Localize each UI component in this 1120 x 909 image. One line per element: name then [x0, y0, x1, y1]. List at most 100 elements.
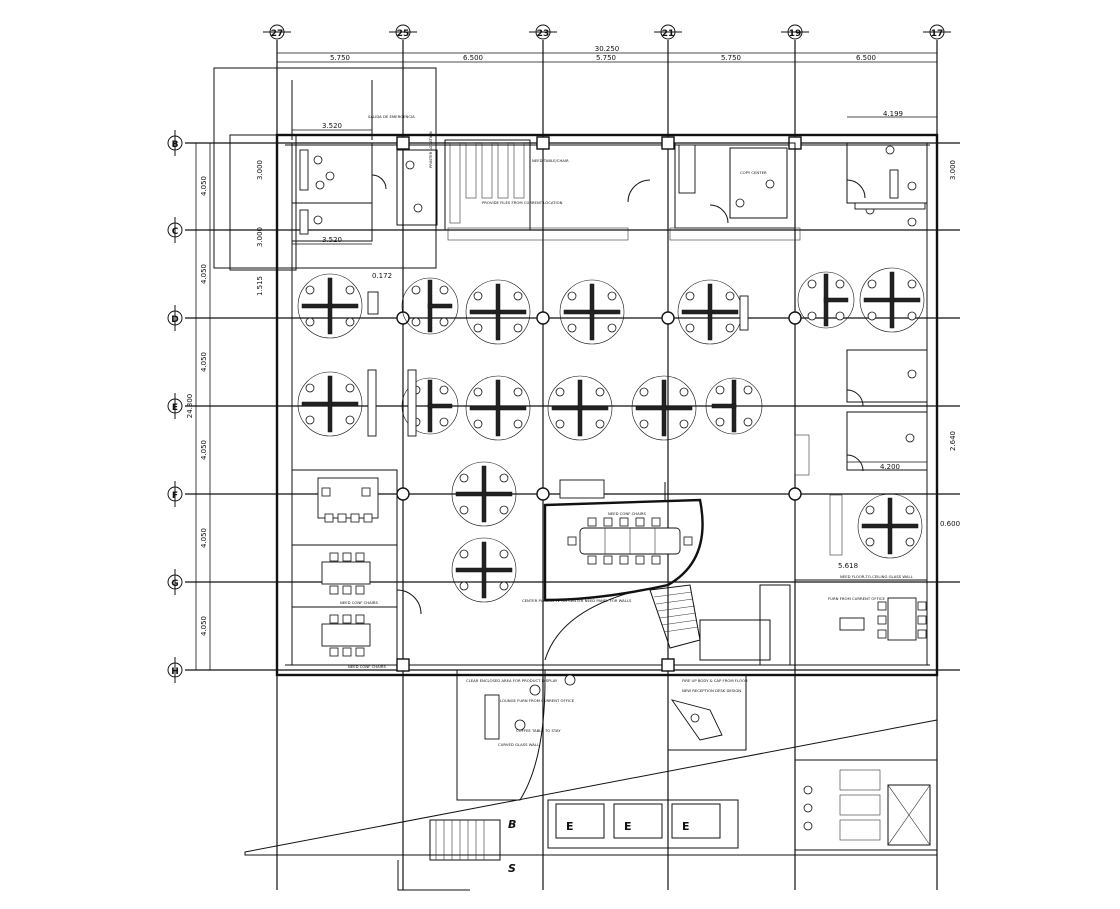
- note-coffee: COFFEE TABLE TO STAY: [516, 728, 561, 733]
- dim-row: 4.050: [200, 616, 208, 636]
- top-dimensions: 30.250 5.750 6.500 5.750 5.750 6.500: [277, 45, 937, 63]
- exit-stair: B S: [429, 818, 516, 875]
- column: [661, 311, 675, 325]
- stair-down-label: S: [508, 862, 516, 875]
- workstation-pod: [859, 267, 925, 333]
- note-floor-glass: NEED FLOOR-TO-CEILING GLASS WALL: [840, 574, 914, 579]
- filing-cabinets: [367, 291, 843, 556]
- dim-room-depth: 3.000: [256, 227, 264, 247]
- reception: FIRE UP BODY & CAP FROM FLOOR NEW RECEPT…: [667, 674, 748, 751]
- dim-room-depth: 3.000: [256, 160, 264, 180]
- column-label: 27: [271, 29, 284, 39]
- elevator: E: [555, 803, 605, 839]
- upper-left-annex: SALIDA DE EMERGENCIA 3.520 3.520 3.000 3…: [213, 67, 437, 271]
- workstation-pods: [297, 267, 925, 603]
- column-bubble: 19: [781, 24, 809, 40]
- dim-row: 4.050: [200, 264, 208, 284]
- workstation-pod: [465, 279, 531, 345]
- note-curved-glass: CURVED GLASS WALL: [498, 742, 540, 747]
- note-main-conf: NEED CONF CHAIRS: [608, 511, 647, 516]
- dim-offset-small: 0.172: [372, 272, 392, 280]
- lower-right-meeting: NEED FLOOR-TO-CEILING GLASS WALL FURN FR…: [794, 574, 928, 666]
- workstation-pod: [401, 277, 459, 335]
- row-label: E: [172, 403, 178, 413]
- elevator-bank: E E E: [547, 799, 739, 849]
- dim-bay: 5.750: [721, 54, 741, 62]
- dim-pod-offset: 0.600: [940, 520, 960, 528]
- note-conf-chairs: NEED CONF CHAIRS: [348, 664, 387, 669]
- column-bubble: 27: [263, 24, 291, 40]
- structural-columns: [396, 136, 802, 672]
- top-right-office: 4.199 3.000: [846, 110, 957, 227]
- column-label: 21: [662, 29, 675, 39]
- column-bubble: 21: [654, 24, 682, 40]
- row-label: H: [171, 667, 179, 677]
- dim-office-width: 4.200: [880, 463, 900, 471]
- grid-columns: [276, 40, 938, 890]
- bottom-annex: B S E E E: [244, 719, 938, 891]
- note-copy-center: COPY CENTER: [740, 170, 767, 175]
- note-reception-desk: NEW RECEPTION DESK DESIGN: [682, 688, 741, 693]
- column-label: 17: [931, 29, 944, 39]
- interior-stair: [649, 584, 701, 649]
- note-storage: PROVIDE FILES FROM CURRENT LOCATION: [482, 200, 563, 205]
- dim-row: 4.050: [200, 352, 208, 372]
- row-label: C: [172, 227, 179, 237]
- row-label: F: [172, 491, 178, 501]
- elevator-label: E: [624, 820, 632, 833]
- conference-room-upper: [291, 469, 398, 546]
- dim-row: 4.050: [200, 176, 208, 196]
- column: [536, 487, 550, 501]
- workstation-pod: [797, 271, 855, 329]
- workstation-pod: [677, 279, 743, 345]
- column: [396, 136, 410, 150]
- dim-room-width: 3.520: [322, 236, 342, 244]
- conference-room-lower: NEED CONF CHAIRS: [291, 589, 422, 669]
- row-bubble: C: [167, 217, 183, 243]
- central-core: CENTER PLASMA TV ON CENTER NEED PANEL FO…: [522, 584, 791, 666]
- elevator: E: [613, 803, 663, 839]
- note-current-office: FURN FROM CURRENT OFFICE: [828, 596, 886, 601]
- workstation-pod: [451, 461, 517, 527]
- column-label: 25: [397, 29, 410, 39]
- note-plasma: CENTER PLASMA TV ON CENTER NEED PANEL FO…: [522, 598, 632, 603]
- row-label: B: [172, 140, 179, 150]
- dim-room-width: 3.520: [322, 122, 342, 130]
- note-clear-glass: CLEAR ENCLOSED AREA FOR PRODUCT DISPLAY: [466, 678, 558, 683]
- note-lounge: LOUNGE FURN FROM CURRENT OFFICE: [500, 698, 575, 703]
- workstation-pod: [559, 279, 625, 345]
- dim-bay: 5.750: [596, 54, 616, 62]
- row-label: G: [171, 579, 178, 589]
- dim-row: 4.050: [200, 440, 208, 460]
- workstation-pod: [297, 273, 363, 339]
- dim-bay: 6.500: [463, 54, 483, 62]
- copy-center: COPY CENTER: [669, 142, 801, 241]
- storage-files: [449, 142, 525, 224]
- dim-bay: 5.750: [330, 54, 350, 62]
- workstation-pod: [631, 375, 697, 441]
- workstation-pod: [451, 537, 517, 603]
- note-reception: FIRE UP BODY & CAP FROM FLOOR: [682, 678, 748, 683]
- dim-overall-width: 30.250: [595, 45, 620, 53]
- dim-right-office-depth: 3.000: [949, 160, 957, 180]
- workstation-pod: [297, 371, 363, 437]
- row-bubble: B: [167, 130, 183, 156]
- note-need-tables: NEED TABLE/CHAIR: [532, 158, 569, 163]
- workstation-pod: [857, 493, 923, 559]
- top-left-offices: [291, 142, 387, 242]
- main-conference-room: NEED CONF CHAIRS: [543, 479, 704, 602]
- workstation-pod: [465, 375, 531, 441]
- column-bubble: 17: [923, 24, 951, 40]
- dim-right-office-width: 4.199: [883, 110, 903, 118]
- exterior-walls: [275, 133, 939, 677]
- row-bubble: D: [167, 305, 183, 331]
- note-printer: PRINTER LOCATION: [428, 131, 433, 168]
- elevator-label: E: [682, 820, 690, 833]
- lounge-area: CLEAR ENCLOSED AREA FOR PRODUCT DISPLAY …: [456, 670, 576, 801]
- row-bubbles: B C D E F G H: [167, 130, 183, 683]
- column-bubbles: 27 25 23 21 19 17: [263, 24, 951, 40]
- note-emergency-exit: SALIDA DE EMERGENCIA: [368, 114, 415, 119]
- column: [661, 658, 675, 672]
- row-bubble: F: [167, 481, 183, 507]
